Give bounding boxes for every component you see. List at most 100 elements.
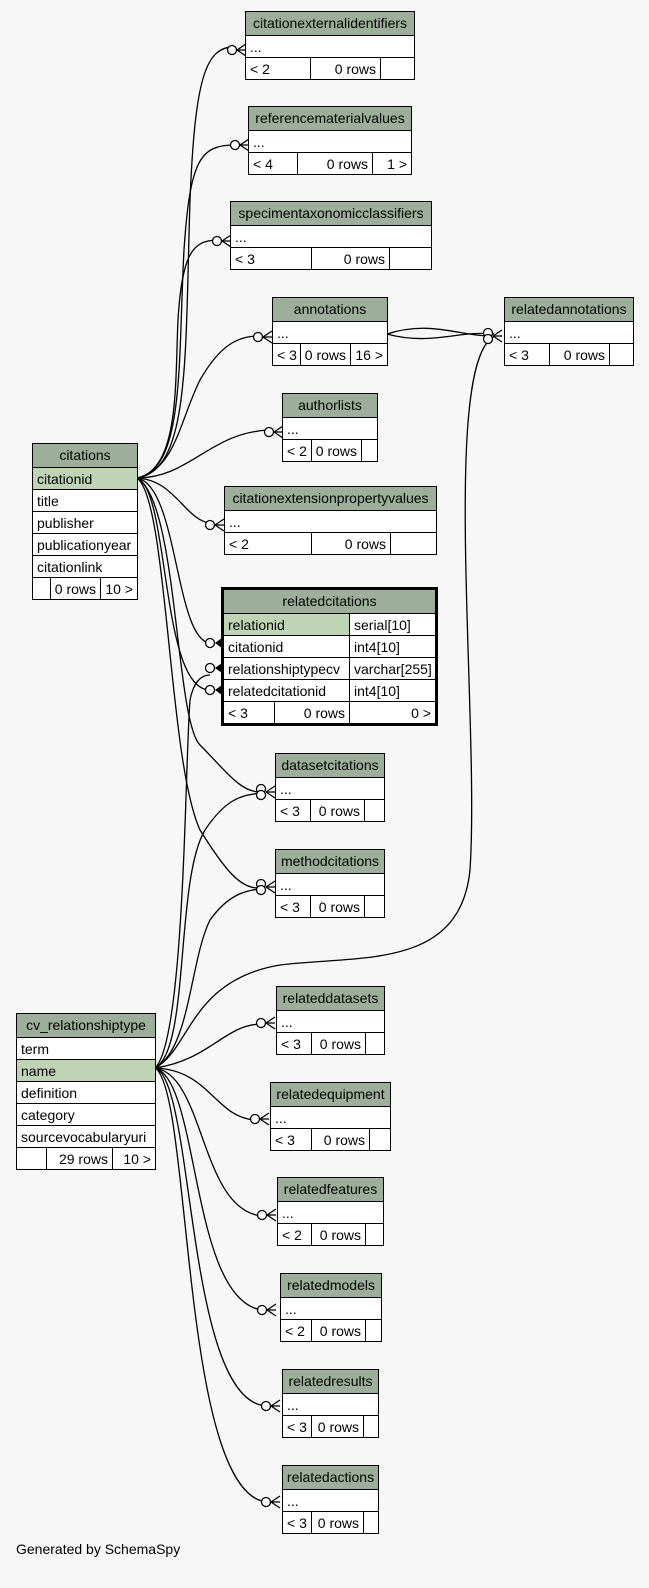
- edge-citations-authorlists: [136, 429, 271, 479]
- table-datasetcitations[interactable]: datasetcitations ... < 3 0 rows: [275, 753, 385, 822]
- edge-cvrt-relatedcitations: [154, 674, 211, 1069]
- footer-parents: < 3: [281, 1036, 301, 1052]
- table-column: relationid serial[10]: [224, 613, 435, 635]
- crowfoot: [214, 518, 225, 532]
- table-column: relationshiptypecv varchar[255]: [224, 657, 435, 679]
- table-column: ...: [276, 777, 384, 799]
- table-column-pk: citationid: [33, 467, 137, 489]
- edge-cvrt-relatedfeatures: [154, 1067, 263, 1217]
- table-column: ...: [283, 417, 377, 439]
- column-type: int4[10]: [349, 680, 435, 701]
- crowfoot: [265, 880, 276, 894]
- table-relatedfeatures[interactable]: relatedfeatures ... < 2 0 rows: [277, 1177, 384, 1246]
- footer-children: 1 >: [372, 153, 411, 174]
- table-footer: 29 rows 10 >: [17, 1147, 155, 1169]
- footer-rows: 0 rows: [311, 440, 361, 461]
- crowfoot: [265, 785, 276, 799]
- table-citationexternalidentifiers[interactable]: citationexternalidentifiers ... < 2 0 ro…: [245, 11, 415, 80]
- footer-children: [369, 1129, 390, 1150]
- edge-citations-citationextensionpropertyvalues: [136, 477, 211, 524]
- table-column: term: [17, 1037, 155, 1059]
- edge-cvrt-relatedmodels: [154, 1067, 263, 1311]
- edge-citations-relatedcitations-relatedcitationid: [136, 477, 211, 691]
- table-footer: < 3 0 rows: [277, 1032, 384, 1054]
- footer-rows: 0 rows: [297, 153, 372, 174]
- table-relatedcitations[interactable]: relatedcitations relationid serial[10] c…: [221, 587, 438, 726]
- footer-children: [380, 58, 414, 79]
- table-citationextensionpropertyvalues[interactable]: citationextensionpropertyvalues ... < 2 …: [224, 486, 437, 555]
- footer-parents: < 3: [280, 803, 300, 819]
- table-column: citationid int4[10]: [224, 635, 435, 657]
- table-relatedresults[interactable]: relatedresults ... < 3 0 rows: [282, 1369, 379, 1438]
- footer-rows: 0 rows: [311, 1416, 363, 1437]
- edge-end-circle: [260, 1400, 272, 1412]
- footer-rows: 0 rows: [274, 702, 349, 723]
- table-title: relatedequipment: [271, 1083, 390, 1106]
- footer-rows: 0 rows: [310, 58, 380, 79]
- table-title: authorlists: [283, 394, 377, 417]
- table-authorlists[interactable]: authorlists ... < 2 0 rows: [282, 393, 378, 462]
- table-relatedannotations[interactable]: relatedannotations ... < 3 0 rows: [504, 297, 634, 366]
- edge-annotations-relatedannotations-2: [386, 332, 495, 340]
- edge-cvrt-relatedresults: [154, 1067, 267, 1407]
- table-title: citations: [33, 444, 137, 467]
- footer-rows: 0 rows: [311, 533, 390, 554]
- edge-cvrt-methodcitations: [154, 888, 263, 1069]
- column-type: varchar[255]: [349, 658, 435, 679]
- footer-children: [363, 1416, 378, 1437]
- edge-cvrt-datasetcitations: [154, 792, 263, 1069]
- crowfoot: [262, 330, 273, 344]
- table-column: relatedcitationid int4[10]: [224, 679, 435, 701]
- crowfoot: [270, 1495, 281, 1509]
- edge-annotations-relatedannotations-1: [386, 327, 491, 337]
- table-column: sourcevocabularyuri: [17, 1125, 155, 1147]
- edge-end-circle: [226, 44, 238, 56]
- table-relateddatasets[interactable]: relateddatasets ... < 3 0 rows: [276, 986, 385, 1055]
- crowfoot: [270, 1399, 281, 1413]
- table-footer: < 3 0 rows: [271, 1128, 390, 1150]
- footer-rows: 0 rows: [311, 248, 389, 269]
- footer-rows: 0 rows: [311, 1033, 365, 1054]
- table-title: datasetcitations: [276, 754, 384, 777]
- edge-end-circle: [256, 1304, 268, 1316]
- table-column: ...: [246, 35, 414, 57]
- table-title: relateddatasets: [277, 987, 384, 1010]
- edge-cvrt-relateddatasets: [154, 1023, 263, 1069]
- crowfoot: [492, 329, 503, 343]
- footer-rows: 0 rows: [311, 1129, 369, 1150]
- arrow-head: [215, 663, 222, 673]
- table-column: ...: [249, 130, 411, 152]
- table-column: publisher: [33, 511, 137, 533]
- table-footer: < 3 0 rows: [283, 1415, 378, 1437]
- footer-parents: < 3: [235, 251, 255, 267]
- crowfoot: [266, 1303, 277, 1317]
- table-referencematerialvalues[interactable]: referencematerialvalues ... < 4 0 rows 1…: [248, 106, 412, 175]
- column-name: citationid: [228, 639, 284, 655]
- table-citations[interactable]: citations citationid title publisher pub…: [32, 443, 138, 600]
- table-column: ...: [273, 321, 387, 343]
- table-relatedmodels[interactable]: relatedmodels ... < 2 0 rows: [280, 1273, 382, 1342]
- footer-parents: < 3: [280, 899, 300, 915]
- table-cv-relationshiptype[interactable]: cv_relationshiptype term name definition…: [16, 1013, 156, 1170]
- table-relatedactions[interactable]: relatedactions ... < 3 0 rows: [282, 1465, 379, 1534]
- table-footer: < 3 0 rows 0 >: [224, 701, 435, 723]
- footer-parents: [33, 578, 50, 599]
- table-footer: < 4 0 rows 1 >: [249, 152, 411, 174]
- footer-parents: < 2: [287, 443, 307, 459]
- table-relatedequipment[interactable]: relatedequipment ... < 3 0 rows: [270, 1082, 391, 1151]
- footer-rows: 0 rows: [300, 344, 350, 365]
- footer-rows: 0 rows: [311, 1224, 365, 1245]
- footer-parents: < 2: [250, 61, 270, 77]
- edge-end-circle: [260, 1496, 272, 1508]
- edge-citations-citationexternalidentifiers: [136, 46, 237, 479]
- table-specimentaxonomicclassifiers[interactable]: specimentaxonomicclassifiers ... < 3 0 r…: [230, 201, 432, 270]
- footer-parents: < 2: [229, 536, 249, 552]
- table-column: ...: [278, 1201, 383, 1223]
- table-column: citationlink: [33, 555, 137, 577]
- footer-parents: < 3: [287, 1419, 307, 1435]
- table-annotations[interactable]: annotations ... < 3 0 rows 16 >: [272, 297, 388, 366]
- table-methodcitations[interactable]: methodcitations ... < 3 0 rows: [275, 849, 385, 918]
- edge-end-circle: [211, 235, 223, 247]
- edge-end-circle: [249, 1113, 261, 1125]
- edge-end-circle: [204, 684, 216, 696]
